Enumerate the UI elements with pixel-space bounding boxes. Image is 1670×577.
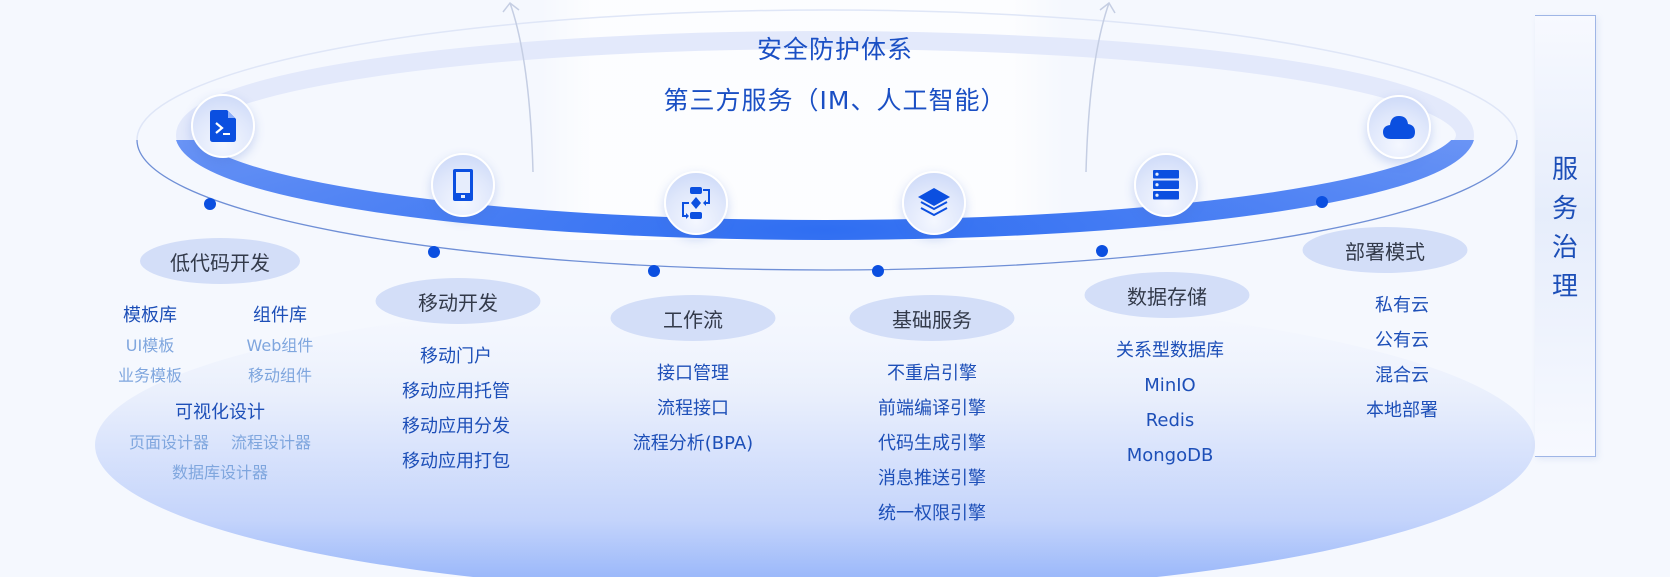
third-party-title: 第三方服务（IM、人工智能） — [663, 86, 1007, 115]
lowcode-title-pill: 低代码开发 — [140, 238, 300, 284]
service-governance-panel: 服 务 治 理 — [1535, 15, 1596, 457]
component-library-label: 组件库 — [253, 305, 307, 326]
business-template-item: 业务模板 — [117, 366, 182, 385]
data-storage-list: 关系型数据库 MinIO Redis MongoDB — [1116, 333, 1224, 473]
workflow-item: 流程接口 — [656, 398, 729, 419]
web-component-item: Web组件 — [246, 336, 314, 355]
db-designer-item: 数据库设计器 — [171, 463, 268, 482]
deploy-list: 私有云 公有云 混合云 本地部署 — [1366, 288, 1438, 428]
workflow-list: 接口管理 流程接口 流程分析(BPA) — [633, 356, 753, 461]
page-designer-item: 页面设计器 — [128, 433, 209, 452]
workflow-title-pill: 工作流 — [610, 295, 776, 341]
template-library-label: 模板库 — [123, 305, 177, 326]
basic-service-item: 统一权限引擎 — [878, 503, 986, 524]
mobile-title-pill: 移动开发 — [375, 278, 541, 324]
template-library-group: 模板库 UI模板 业务模板 — [105, 301, 195, 391]
storage-item: Redis — [1145, 410, 1195, 431]
mobile-title: 移动开发 — [418, 290, 498, 315]
basic-services-title: 基础服务 — [892, 307, 972, 332]
visual-design-group: 可视化设计 页面设计器 流程设计器 数据库设计器 — [100, 398, 340, 488]
basic-services-list: 不重启引擎 前端编译引擎 代码生成引擎 消息推送引擎 统一权限引擎 — [878, 356, 986, 531]
deploy-title: 部署模式 — [1345, 239, 1425, 264]
component-library-group: 组件库 Web组件 移动组件 — [235, 301, 325, 391]
security-title: 安全防护体系 — [756, 35, 913, 64]
mobile-component-item: 移动组件 — [247, 366, 312, 385]
mobile-item: 移动门户 — [420, 346, 492, 367]
deploy-item: 本地部署 — [1366, 400, 1438, 421]
workflow-item: 流程分析(BPA) — [632, 433, 754, 454]
timeline-dots — [204, 196, 1328, 277]
mobile-item: 移动应用托管 — [402, 381, 510, 402]
basic-service-item: 不重启引擎 — [887, 363, 977, 384]
workflow-title: 工作流 — [663, 307, 723, 332]
ui-template-item: UI模板 — [125, 336, 175, 355]
data-storage-title: 数据存储 — [1127, 284, 1207, 309]
flow-designer-item: 流程设计器 — [231, 433, 312, 452]
gov-char: 服 — [1551, 155, 1578, 185]
mobile-item: 移动应用打包 — [402, 451, 510, 472]
server-database-icon — [1134, 153, 1198, 217]
storage-item: 关系型数据库 — [1116, 340, 1224, 361]
storage-item: MinIO — [1144, 375, 1196, 396]
layers-icon — [902, 171, 966, 235]
gov-char: 治 — [1551, 233, 1578, 263]
storage-item: MongoDB — [1126, 445, 1214, 466]
visual-design-label: 可视化设计 — [175, 402, 265, 423]
mobile-item: 移动应用分发 — [402, 416, 510, 437]
deploy-title-pill: 部署模式 — [1302, 227, 1468, 273]
cloud-icon — [1367, 95, 1431, 159]
workflow-icon — [664, 171, 728, 235]
lowcode-title: 低代码开发 — [170, 250, 270, 275]
mobile-phone-icon — [431, 153, 495, 217]
service-governance-label: 服 务 治 理 — [1535, 151, 1595, 307]
deploy-item: 私有云 — [1375, 295, 1429, 316]
terminal-file-icon — [191, 94, 255, 158]
basic-service-item: 代码生成引擎 — [878, 433, 986, 454]
gov-char: 理 — [1551, 272, 1578, 302]
mobile-list: 移动门户 移动应用托管 移动应用分发 移动应用打包 — [402, 339, 510, 479]
deploy-item: 公有云 — [1375, 330, 1429, 351]
basic-service-item: 前端编译引擎 — [878, 398, 986, 419]
basic-service-item: 消息推送引擎 — [878, 468, 986, 489]
gov-char: 务 — [1551, 194, 1578, 224]
data-storage-title-pill: 数据存储 — [1084, 272, 1250, 318]
basic-services-title-pill: 基础服务 — [849, 295, 1015, 341]
deploy-item: 混合云 — [1375, 365, 1429, 386]
workflow-item: 接口管理 — [656, 363, 729, 384]
